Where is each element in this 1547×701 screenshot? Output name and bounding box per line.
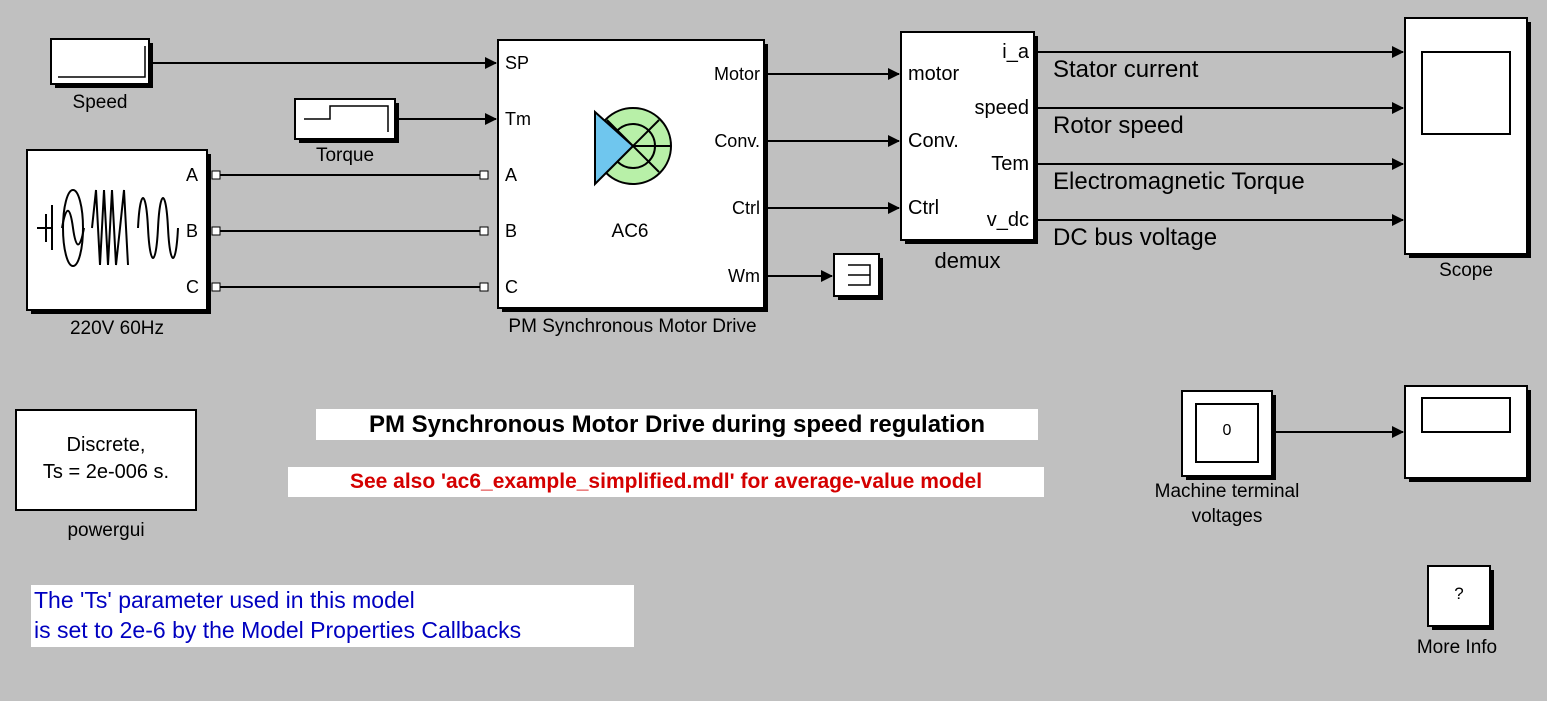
more-info-symbol: ? (1454, 584, 1464, 603)
signal-electromagnetic-torque: Electromagnetic Torque (1053, 168, 1305, 195)
voltage-scope-block[interactable] (1404, 385, 1531, 482)
display-value: 0 (1222, 422, 1232, 439)
drive-port-c: C (505, 277, 518, 297)
torque-block[interactable] (294, 98, 399, 143)
more-info-block[interactable] (1427, 565, 1494, 630)
ts-parameter-note: The 'Ts' parameter used in this model is… (31, 585, 634, 647)
see-also-note: See also 'ac6_example_simplified.mdl' fo… (288, 467, 1044, 497)
machine-voltages-block[interactable] (1181, 390, 1276, 480)
demux-port-tem: Tem (991, 153, 1029, 175)
drive-port-a: A (505, 165, 518, 185)
machine-voltages-label-line1: Machine terminal (1154, 481, 1300, 502)
drive-port-motor: Motor (713, 64, 760, 84)
powergui-text-line1: Discrete, (66, 434, 146, 456)
drive-port-b: B (505, 221, 518, 241)
model-title: PM Synchronous Motor Drive during speed … (316, 409, 1038, 440)
scope-label: Scope (1439, 260, 1493, 281)
drive-label: PM Synchronous Motor Drive (508, 316, 757, 337)
signal-lines (153, 46, 1404, 438)
source-port-b: B (186, 221, 199, 241)
torque-label: Torque (315, 145, 375, 166)
more-info-label: More Info (1416, 637, 1498, 658)
demux-port-speed: speed (974, 97, 1030, 119)
speed-block[interactable] (50, 38, 153, 88)
machine-voltages-label-line2: voltages (1191, 506, 1263, 527)
drive-port-tm: Tm (505, 109, 531, 129)
drive-icon-label: AC6 (611, 221, 649, 242)
demux-port-i-a: i_a (1002, 41, 1029, 63)
pm-drive-block[interactable] (479, 39, 768, 312)
wm-terminator-block[interactable] (833, 253, 883, 300)
three-phase-source-block[interactable] (26, 149, 221, 314)
source-port-a: A (186, 165, 199, 185)
signal-stator-current: Stator current (1053, 56, 1199, 83)
source-label: 220V 60Hz (69, 318, 164, 339)
ts-note-line1: The 'Ts' parameter used in this model (34, 587, 415, 613)
demux-port-v-dc: v_dc (986, 209, 1029, 231)
drive-port-conv: Conv. (714, 131, 760, 151)
demux-label: demux (934, 248, 1001, 273)
source-port-c: C (186, 277, 199, 297)
speed-label: Speed (72, 92, 128, 113)
scope-block[interactable] (1404, 17, 1531, 258)
signal-rotor-speed: Rotor speed (1053, 112, 1184, 139)
drive-port-wm: Wm (728, 266, 760, 286)
demux-port-motor: motor (908, 63, 960, 85)
signal-dc-bus-voltage: DC bus voltage (1053, 224, 1218, 251)
powergui-text-line2: Ts = 2e-006 s. (42, 461, 170, 483)
drive-port-ctrl: Ctrl (732, 198, 760, 218)
ts-note-line2: is set to 2e-6 by the Model Properties C… (34, 617, 522, 643)
drive-port-sp: SP (505, 53, 530, 73)
demux-port-conv: Conv. (908, 130, 959, 152)
powergui-block[interactable] (15, 409, 197, 511)
demux-port-ctrl: Ctrl (908, 197, 940, 219)
powergui-label: powergui (67, 520, 145, 541)
motor-drive-icon (594, 107, 672, 187)
demux-block[interactable] (900, 31, 1038, 244)
source-waveform-icon (37, 189, 179, 267)
